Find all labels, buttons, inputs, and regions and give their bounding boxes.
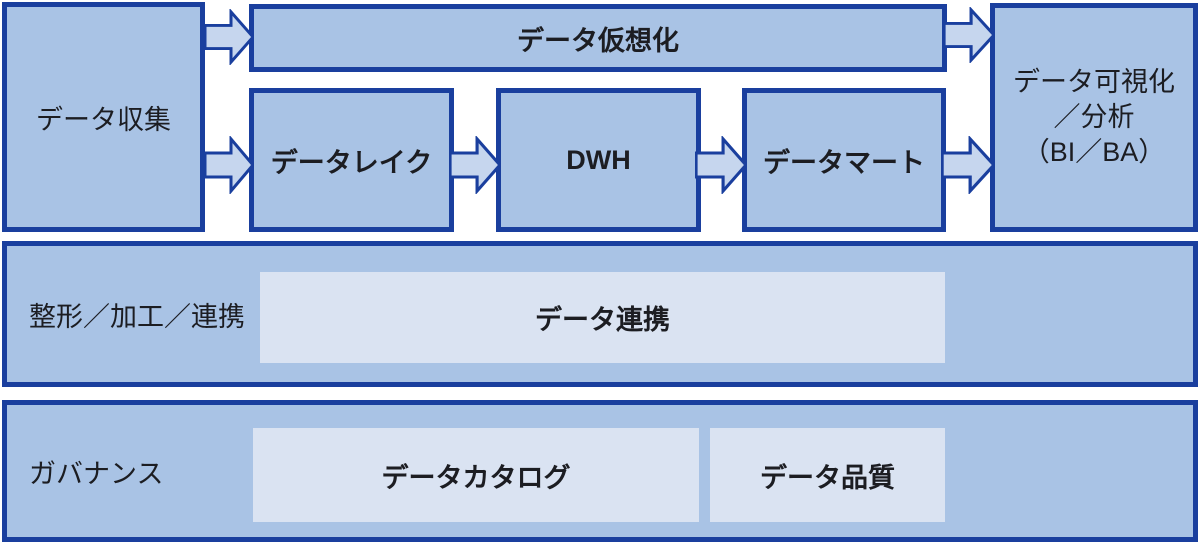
governance-band: ガバナンス データカタログ データ品質 xyxy=(2,400,1198,542)
data-virtualization-box: データ仮想化 xyxy=(249,4,947,72)
data-quality-box: データ品質 xyxy=(710,428,945,522)
visualization-label-line1: データ可視化 xyxy=(1013,66,1175,97)
data-lake-box: データレイク xyxy=(249,88,454,232)
data-lake-label: データレイク xyxy=(270,147,433,178)
dwh-label: DWH xyxy=(566,144,631,175)
arrow-mart-to-visualization-icon xyxy=(941,136,995,194)
governance-label: ガバナンス xyxy=(29,458,164,489)
visualization-label-line2: ／分析 xyxy=(1053,101,1135,132)
data-catalog-label: データカタログ xyxy=(381,462,571,493)
data-collection-box: データ収集 xyxy=(2,2,205,232)
data-quality-label: データ品質 xyxy=(760,462,895,493)
data-integration-box: データ連携 xyxy=(260,272,945,363)
data-virtualization-label: データ仮想化 xyxy=(517,25,679,56)
visualization-label-line3: （BI／BA） xyxy=(1022,137,1166,168)
arrow-virtualization-to-visualization-icon xyxy=(943,7,995,63)
shaping-processing-label: 整形／加工／連携 xyxy=(29,301,245,332)
data-visualization-analysis-label: データ可視化 ／分析 （BI／BA） xyxy=(1013,65,1175,170)
data-mart-box: データマート xyxy=(742,88,946,232)
arrow-collection-to-lake-icon xyxy=(204,136,254,194)
shaping-processing-band: 整形／加工／連携 データ連携 xyxy=(2,241,1198,387)
arrow-collection-to-virtualization-icon xyxy=(204,9,254,65)
data-collection-label: データ収集 xyxy=(36,104,171,135)
arrow-lake-to-dwh-icon xyxy=(449,136,501,194)
data-mart-label: データマート xyxy=(763,147,925,178)
dwh-box: DWH xyxy=(496,88,701,232)
data-visualization-analysis-box: データ可視化 ／分析 （BI／BA） xyxy=(990,3,1198,232)
data-catalog-box: データカタログ xyxy=(253,428,699,522)
data-integration-label: データ連携 xyxy=(535,305,670,335)
arrow-dwh-to-mart-icon xyxy=(695,136,747,194)
